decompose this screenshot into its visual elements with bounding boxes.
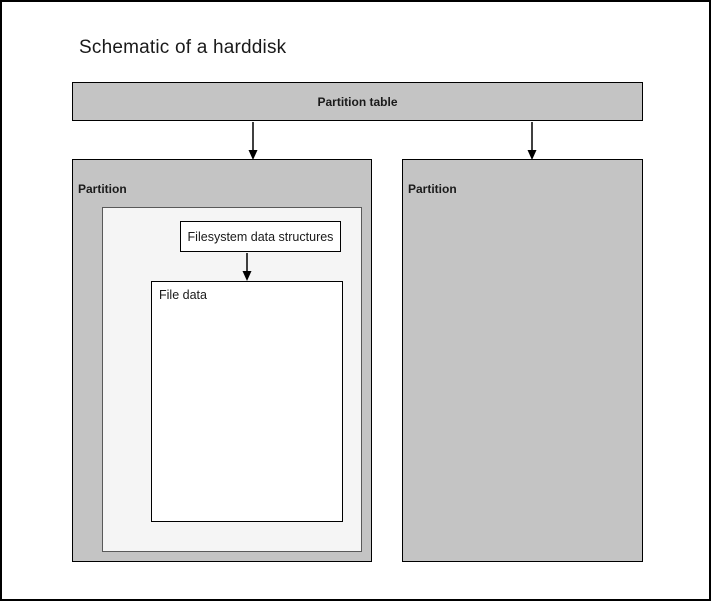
partition-table-label: Partition table — [317, 94, 398, 109]
arrow-down-icon — [527, 122, 537, 160]
partition-left-label: Partition — [78, 182, 127, 196]
partition-right-box: Partition — [402, 159, 643, 562]
file-data-label: File data — [159, 288, 207, 302]
arrow-down-icon — [248, 122, 258, 160]
filesystem-data-structures-box: Filesystem data structures — [180, 221, 341, 252]
file-data-box: File data — [151, 281, 343, 522]
partition-table-box: Partition table — [72, 82, 643, 121]
partition-right-label: Partition — [408, 182, 457, 196]
filesystem-data-structures-label: Filesystem data structures — [187, 229, 334, 244]
page-title: Schematic of a harddisk — [79, 37, 287, 58]
